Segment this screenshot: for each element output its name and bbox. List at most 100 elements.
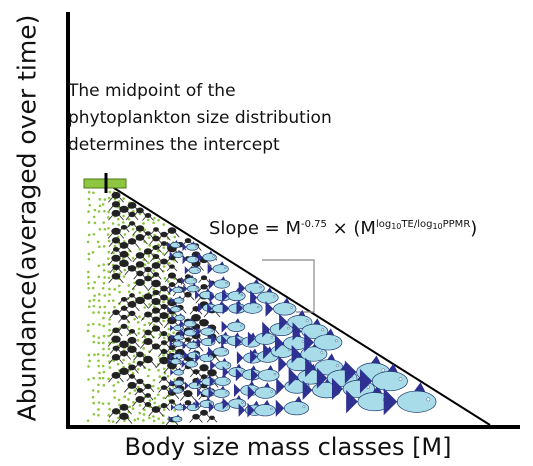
phytoplankton-dot <box>152 378 156 382</box>
phytoplankton-dot <box>162 246 166 249</box>
phytoplankton-dot <box>107 419 111 423</box>
phytoplankton-dot <box>102 281 106 285</box>
phytoplankton-dot <box>117 223 120 227</box>
phytoplankton-dot <box>131 371 135 375</box>
fish-icon <box>208 344 230 358</box>
phytoplankton-dot <box>117 284 121 288</box>
phytoplankton-dot <box>103 209 106 213</box>
phytoplankton-dot <box>107 347 111 351</box>
phytoplankton-dot <box>98 204 102 208</box>
zooplankton-icon <box>181 291 195 301</box>
zooplankton-icon <box>108 209 124 221</box>
phytoplankton-dot <box>112 270 116 273</box>
phytoplankton-dot <box>167 261 171 265</box>
phytoplankton-dot <box>87 323 90 327</box>
phytoplankton-dot <box>147 261 150 265</box>
phytoplankton-dot <box>157 417 161 420</box>
phytoplankton-dot <box>122 275 126 278</box>
fish-icon <box>170 377 185 387</box>
phytoplankton-dot <box>166 280 170 283</box>
fish-icon <box>247 382 277 400</box>
phytoplankton-dot <box>162 300 165 304</box>
fish-icon <box>210 357 232 371</box>
phytoplankton-dot <box>152 287 156 291</box>
phytoplankton-dot <box>92 215 96 219</box>
phytoplankton-dot <box>97 210 101 213</box>
phytoplankton-dot <box>136 367 140 371</box>
zooplankton-icon <box>134 360 146 369</box>
fish-icon <box>170 402 185 411</box>
phytoplankton-dot <box>107 270 110 273</box>
fish-icon <box>180 274 198 285</box>
zooplankton-icon <box>109 327 123 337</box>
phytoplankton-dot <box>88 203 92 207</box>
fish-icon <box>169 284 184 294</box>
phytoplankton-dot <box>93 221 97 225</box>
phytoplankton-dot <box>147 254 151 258</box>
phytoplankton-dot <box>137 332 141 335</box>
phytoplankton-dot <box>142 413 146 416</box>
fish-icon <box>346 384 392 414</box>
phytoplankton-dot <box>92 232 96 236</box>
phytoplankton-dot <box>107 299 111 303</box>
phytoplankton-dot <box>157 369 160 372</box>
fish-icon <box>182 339 199 350</box>
phytoplankton-dot <box>132 360 136 364</box>
phytoplankton-dot <box>102 370 106 374</box>
phytoplankton-dot <box>132 234 135 237</box>
phytoplankton-dot <box>131 256 135 260</box>
phytoplankton-dot <box>97 336 101 339</box>
zooplankton-icon <box>157 294 171 304</box>
phytoplankton-dot <box>172 331 175 335</box>
phytoplankton-dot <box>103 198 107 201</box>
phytoplankton-dot <box>147 416 151 420</box>
phytoplankton-dot <box>116 380 120 384</box>
phytoplankton-dot <box>108 318 111 321</box>
zooplankton-icon <box>108 191 124 203</box>
zooplankton-icon <box>125 310 139 319</box>
phytoplankton-dot <box>101 364 105 368</box>
phytoplankton-dot <box>107 377 110 381</box>
slope-times: × (M <box>326 218 376 239</box>
organism-layer <box>86 190 437 426</box>
phytoplankton-dot <box>87 378 90 381</box>
phytoplankton-dot <box>96 240 100 244</box>
fish-icon <box>250 287 279 305</box>
phytoplankton-dot <box>133 389 137 392</box>
phytoplankton-dot <box>93 281 96 284</box>
phytoplankton-dot <box>152 419 156 423</box>
phytoplankton-dot <box>96 353 100 356</box>
phytoplankton-dot <box>96 390 100 393</box>
zooplankton-icon <box>131 296 149 309</box>
zooplankton-icon <box>108 201 124 211</box>
intercept-annotation: The midpoint of the phytoplankton size d… <box>68 78 332 159</box>
phytoplankton-dot <box>103 311 107 314</box>
zooplankton-icon <box>108 272 124 284</box>
phytoplankton-dot <box>131 407 135 410</box>
phytoplankton-dot <box>107 311 111 315</box>
phytoplankton-dot <box>97 408 100 411</box>
slope-bracket <box>262 259 315 313</box>
zooplankton-icon <box>118 296 130 305</box>
fish-icon <box>222 287 246 303</box>
phytoplankton-dot <box>92 322 95 326</box>
fish-icon <box>265 297 297 317</box>
phytoplankton-dot <box>122 365 125 369</box>
fish-icon <box>195 351 214 363</box>
phytoplankton-dot <box>123 233 127 236</box>
zooplankton-icon <box>124 336 140 348</box>
phytoplankton-dot <box>101 286 105 290</box>
phytoplankton-dot <box>137 385 140 389</box>
fish-icon <box>180 317 197 328</box>
fish-icon <box>170 295 185 304</box>
phytoplankton-dot <box>128 405 132 409</box>
phytoplankton-dot <box>87 305 91 309</box>
slope-log-exponent: log10TE/log10PPMR <box>376 219 470 231</box>
slope-exponent: -0.75 <box>301 219 327 230</box>
phytoplankton-dot <box>143 335 147 339</box>
zooplankton-icon <box>132 234 148 245</box>
phytoplankton-dot <box>143 323 146 327</box>
intercept-annotation-line: The midpoint of the <box>68 81 236 101</box>
phytoplankton-dot <box>91 251 95 254</box>
phytoplankton-dot <box>156 363 160 366</box>
